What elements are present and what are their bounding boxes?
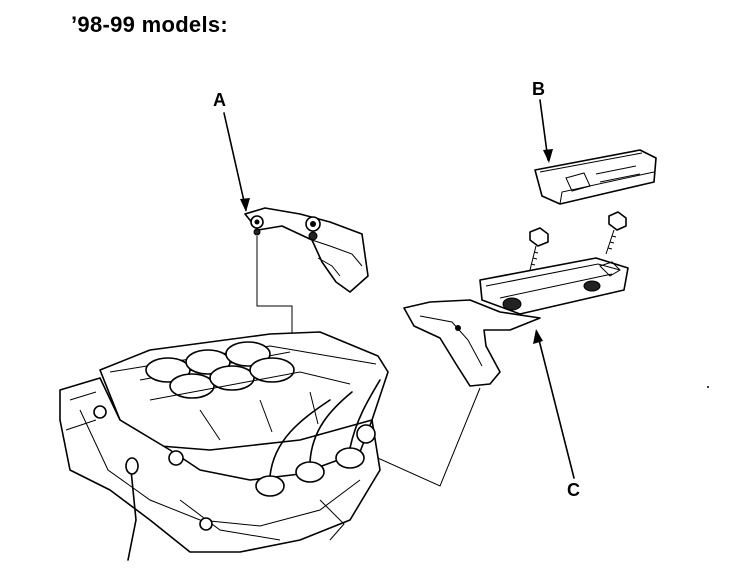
callout-b: B (532, 79, 545, 99)
engine-assembly (59, 331, 389, 561)
bolt-left (529, 227, 549, 271)
diagram-title: ’98-99 models: (71, 12, 229, 37)
callout-c: C (567, 480, 580, 500)
part-c-intake-cover (403, 257, 629, 387)
installation-guide-lines (256, 236, 481, 487)
leader-arrow-c (533, 329, 575, 479)
bolt-right (605, 211, 627, 255)
callout-a: A (213, 90, 226, 110)
part-b-cover-cap (534, 149, 657, 205)
speck (707, 386, 709, 388)
part-a-bracket (244, 207, 369, 293)
leader-arrow-a (223, 112, 250, 212)
leader-arrow-b (539, 99, 553, 163)
